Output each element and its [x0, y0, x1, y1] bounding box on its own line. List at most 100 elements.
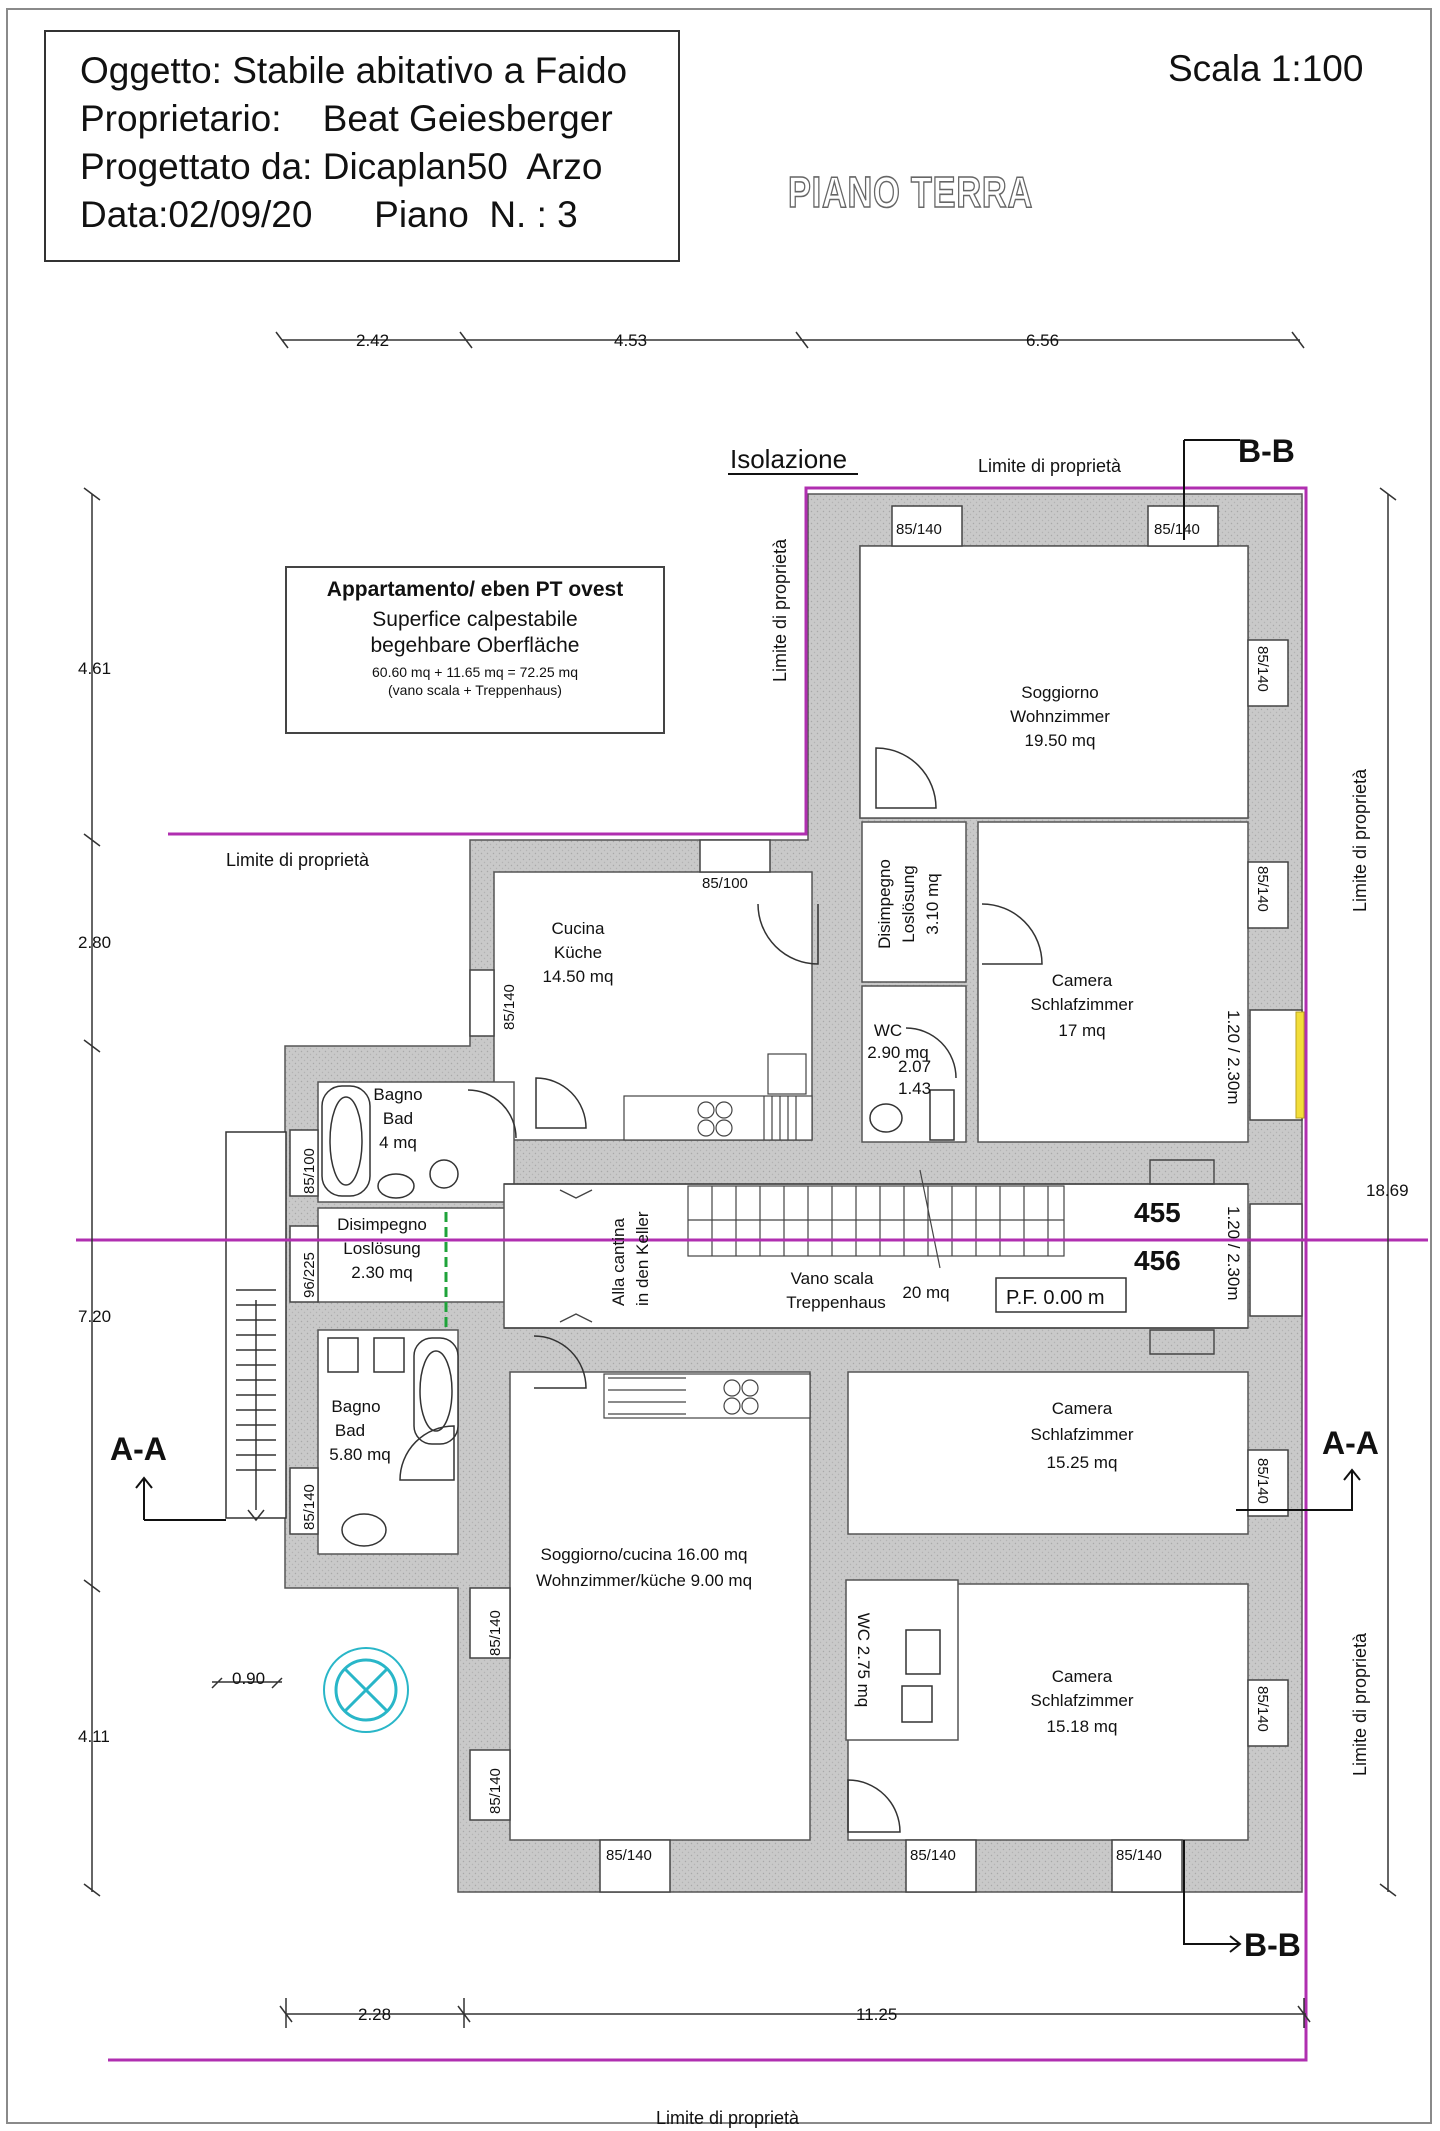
bath-fixtures: [321, 1085, 955, 1723]
title-object: Oggetto: Stabile abitativo a Faido: [80, 50, 628, 91]
interior-stair: [687, 1169, 1065, 1269]
room-disimpegno-n-de: Loslösung: [899, 865, 918, 943]
exterior-stair: [225, 1131, 287, 1522]
opening-1: 85/140: [896, 521, 942, 538]
isolation-label: Isolazione: [730, 444, 847, 474]
room-bagno-2-area: 5.80 mq: [329, 1445, 390, 1464]
pf-box: [995, 1277, 1127, 1313]
room-soggiorno-cucina-de: Wohnzimmer/küche 9.00 mq: [536, 1571, 752, 1590]
room-camera-1-area: 17 mq: [1058, 1021, 1105, 1040]
room-camera-2-name: Camera: [1052, 1399, 1113, 1418]
apartment-info-box: Appartamento/ eben PT ovest Superfice ca…: [285, 566, 665, 734]
room-cucina-de: Küche: [554, 943, 602, 962]
plan-title: PIANO TERRA: [787, 167, 1034, 218]
opening-12: 85/140: [487, 1610, 504, 1656]
dim-right-total: 18.69: [1366, 1181, 1409, 1200]
room-cucina-name: Cucina: [552, 919, 605, 938]
doors: [399, 747, 1043, 1833]
room-bagno-2-de: Bad: [335, 1421, 365, 1440]
title-designer: Progettato da: Dicaplan50 Arzo: [80, 146, 603, 187]
room-disimpegno-n-name: Disimpegno: [875, 859, 894, 949]
room-disimpegno-w-name: Disimpegno: [337, 1215, 427, 1234]
offset-label: 0.90: [232, 1669, 265, 1688]
opening-5: 85/100: [702, 875, 748, 892]
to-cellar-de-label: in den Keller: [633, 1211, 652, 1306]
section-a-right: A-A: [1322, 1425, 1379, 1461]
title-owner: Proprietario: Beat Geiesberger: [80, 98, 613, 139]
info-formula: 60.60 mq + 11.65 mq = 72.25 mq: [372, 664, 578, 680]
room-soggiorno-area: 19.50 mq: [1025, 731, 1096, 750]
partition-lines: [504, 1159, 1248, 1355]
windows: [289, 505, 1303, 1893]
dim-bottom-2: 11.25: [856, 2005, 897, 2024]
wc-dim-a: 2.07: [898, 1057, 931, 1076]
property-limit-top: Limite di proprietà: [978, 456, 1122, 476]
dim-left-3: 7.20: [78, 1307, 111, 1326]
opening-14: 85/140: [606, 1847, 652, 1864]
room-camera-3-name: Camera: [1052, 1667, 1113, 1686]
dim-left-4: 4.11: [78, 1727, 110, 1746]
info-line2: begehbare Oberfläche: [370, 634, 580, 657]
window-marker-yellow: [1295, 1011, 1305, 1119]
room-bagno-1-name: Bagno: [373, 1085, 422, 1104]
opening-2: 85/140: [1154, 521, 1200, 538]
property-limit-lines: [76, 486, 1428, 2062]
opening-door-2: 1.20 / 2.30m: [1224, 1206, 1243, 1301]
section-b-top: B-B: [1238, 433, 1295, 469]
property-limit-bottom: Limite di proprietà: [656, 2108, 800, 2128]
opening-3: 85/140: [1254, 646, 1271, 692]
drawing-frame: [6, 8, 1432, 2124]
room-camera-3-de: Schlafzimmer: [1031, 1691, 1134, 1710]
property-limit-left: Limite di proprietà: [226, 850, 370, 870]
dim-top-2: 4.53: [614, 331, 647, 350]
section-a-left: A-A: [110, 1431, 167, 1467]
room-camera-1-de: Schlafzimmer: [1031, 995, 1134, 1014]
dim-top-1: 2.42: [356, 331, 389, 350]
opening-13: 85/140: [487, 1768, 504, 1814]
room-cucina-area: 14.50 mq: [543, 967, 614, 986]
room-soggiorno-name: Soggiorno: [1021, 683, 1099, 702]
opening-door-1: 1.20 / 2.30m: [1224, 1010, 1243, 1105]
room-camera-3-area: 15.18 mq: [1047, 1717, 1118, 1736]
dim-top-3: 6.56: [1026, 331, 1059, 350]
info-note: (vano scala + Treppenhaus): [388, 682, 562, 698]
room-vano-scala-area: 20 mq: [902, 1283, 949, 1302]
room-wc-1-name: WC: [874, 1021, 902, 1040]
info-line1: Superfice calpestabile: [372, 608, 578, 631]
info-heading: Appartamento/ eben PT ovest: [326, 578, 624, 601]
property-limit-vertical-left: Limite di proprietà: [770, 538, 790, 682]
room-disimpegno-w-de: Loslösung: [343, 1239, 421, 1258]
section-b-bottom: B-B: [1244, 1927, 1301, 1963]
room-vano-scala-name: Vano scala: [791, 1269, 874, 1288]
property-limit-vertical-right-bottom: Limite di proprietà: [1350, 1632, 1370, 1776]
wc-dim-b: 1.43: [898, 1079, 931, 1098]
room-camera-2-de: Schlafzimmer: [1031, 1425, 1134, 1444]
room-bagno-1-area: 4 mq: [379, 1133, 417, 1152]
scale-label: Scala 1:100: [1168, 48, 1364, 89]
room-camera-2-area: 15.25 mq: [1047, 1453, 1118, 1472]
room-wc-2-name: WC 2.75 mq: [854, 1613, 873, 1707]
opening-6: 85/140: [501, 984, 518, 1030]
opening-11: 85/140: [1254, 1686, 1271, 1732]
room-disimpegno-w-area: 2.30 mq: [351, 1263, 412, 1282]
room-disimpegno-n-area: 3.10 mq: [923, 873, 942, 934]
room-camera-1-name: Camera: [1052, 971, 1113, 990]
compass-symbol: [323, 1647, 409, 1733]
room-soggiorno-de: Wohnzimmer: [1010, 707, 1110, 726]
title-date-floor: Data:02/09/20 Piano N. : 3: [80, 194, 578, 235]
dimension-lines: [83, 331, 1397, 2028]
opening-10: 85/140: [1254, 1458, 1271, 1504]
dim-left-1: 4.61: [78, 659, 111, 678]
opening-8: 96/225: [301, 1252, 318, 1298]
opening-4: 85/140: [1254, 866, 1271, 912]
room-bagno-1-de: Bad: [383, 1109, 413, 1128]
kitchen-counters: [603, 1053, 813, 1419]
room-vano-scala-de: Treppenhaus: [786, 1293, 886, 1312]
opening-16: 85/140: [1116, 1847, 1162, 1864]
title-block: Oggetto: Stabile abitativo a Faido Propr…: [44, 30, 680, 262]
property-limit-vertical-right-top: Limite di proprietà: [1350, 768, 1370, 912]
pf-label: P.F. 0.00 m: [1006, 1287, 1105, 1309]
dim-bottom-1: 2.28: [358, 2005, 391, 2024]
opening-9: 85/140: [301, 1484, 318, 1530]
